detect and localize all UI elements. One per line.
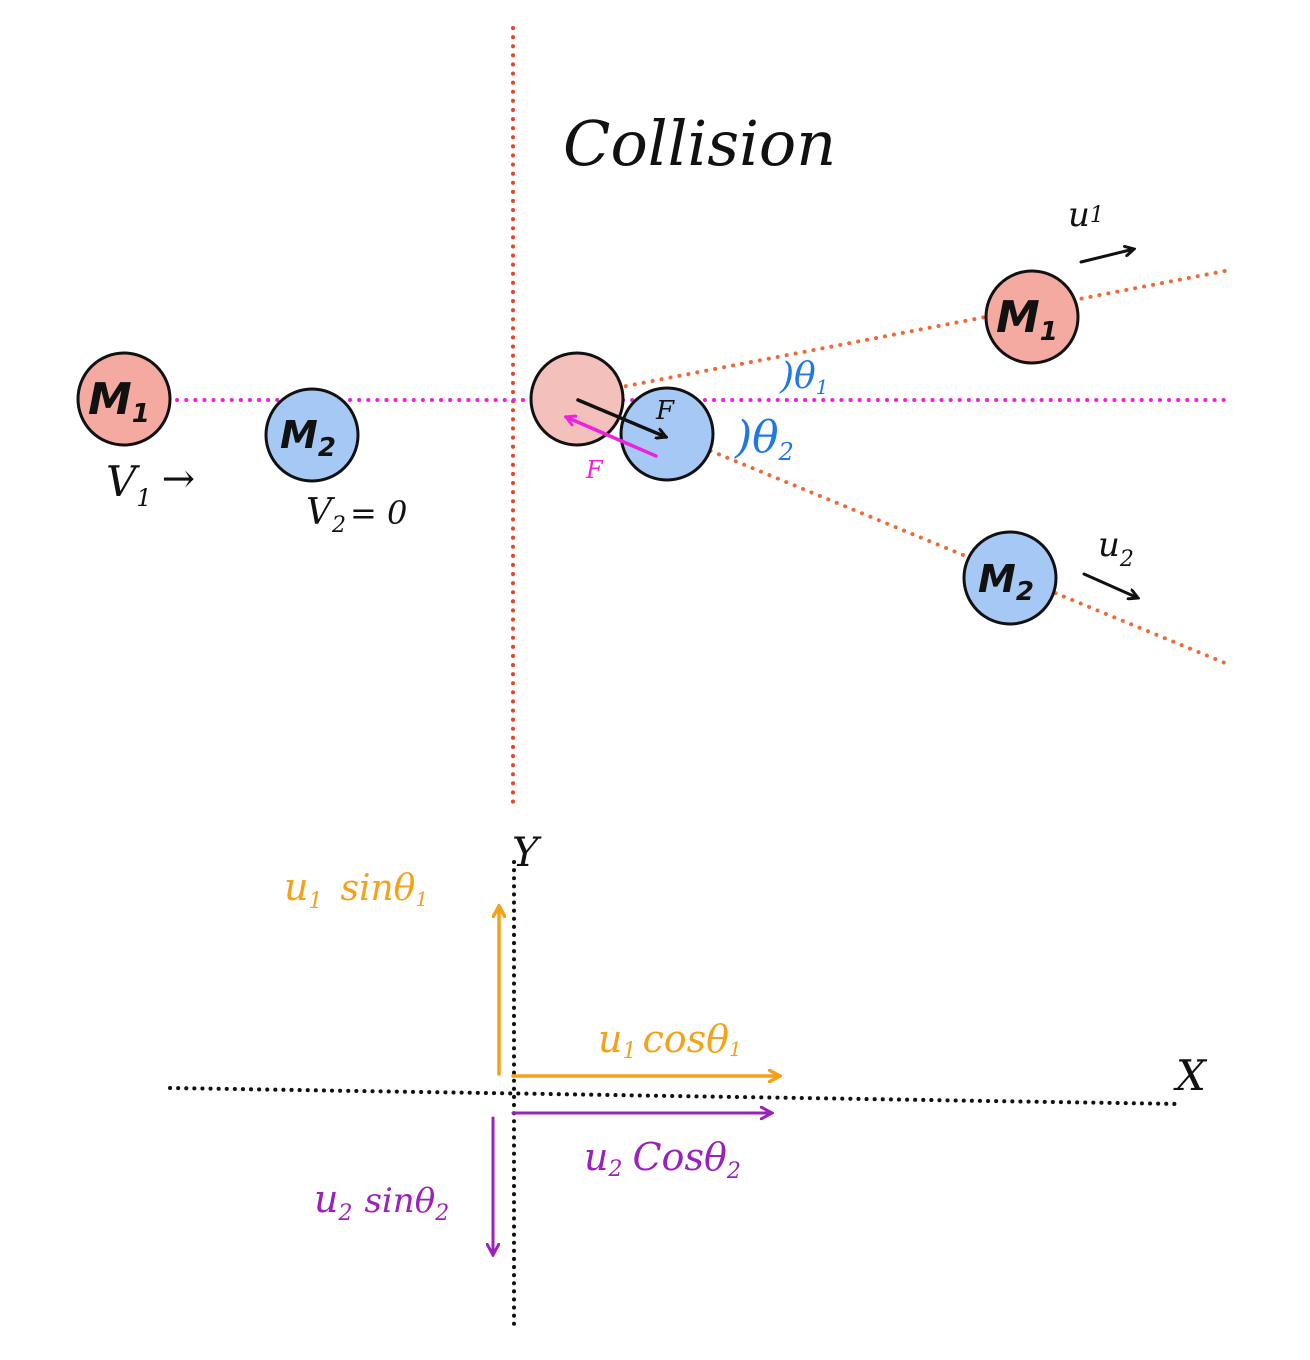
u1-sub: 1	[1090, 203, 1104, 228]
v2-sub: 2	[331, 513, 346, 538]
m2-ball-initial-label: M2	[280, 413, 336, 463]
m1-ball-final-label: M1	[996, 292, 1058, 347]
m2-initial-letter: M	[280, 413, 318, 457]
u2-letter: u	[1098, 525, 1120, 565]
v2-label: V2= 0	[306, 492, 407, 538]
force-arrow	[576, 398, 666, 437]
theta2-sub: 2	[778, 438, 794, 466]
m2-ball-final-circle	[962, 530, 1058, 626]
theta2-label: )θ2	[734, 412, 794, 466]
diagram-title: Collision	[563, 107, 836, 180]
theta2-symbol: )θ	[734, 412, 779, 463]
u1-cos-theta-sub: 1	[729, 1037, 742, 1061]
u1-sin-theta-sub: 1	[415, 887, 428, 911]
u1-velocity-arrow	[1079, 249, 1134, 264]
m2-ball-initial: M2	[264, 387, 360, 483]
m2-ball-final: M2	[962, 530, 1058, 626]
u2-cos-theta-sub: 2	[726, 1159, 741, 1184]
u2-sin-u-sub: 2	[337, 1201, 352, 1226]
m1-ball-initial: M1	[76, 351, 172, 447]
u2-sin-theta-sub: 2	[434, 1201, 449, 1226]
v1-arrow: →	[162, 456, 196, 502]
u2-sin-u: u	[314, 1177, 338, 1221]
v1-sub: 1	[136, 484, 151, 512]
y-axis-label: Y	[512, 830, 542, 876]
reaction-force-label: F	[585, 456, 604, 484]
u2-sin-fn: sinθ	[364, 1181, 435, 1221]
theta1-sub: 1	[816, 375, 829, 399]
m2-initial-sub: 2	[318, 433, 336, 463]
m2-trajectory-line	[658, 428, 1227, 665]
u1-sin-u: u	[284, 865, 308, 909]
m1-trajectory-line	[588, 268, 1232, 395]
m1-ball-final-circle	[984, 269, 1080, 365]
u2-velocity-arrow	[1082, 572, 1138, 598]
u1-cos-u-sub: 1	[622, 1039, 636, 1064]
m2-ball-initial-circle	[264, 387, 360, 483]
u2-cos-fn: Cosθ	[632, 1135, 726, 1179]
reaction-force-arrow	[566, 417, 658, 458]
x-axis	[168, 1086, 1182, 1106]
u1-label: u1	[1068, 195, 1104, 235]
u2-cos-u-sub: 2	[607, 1157, 622, 1182]
m2-final-letter: M	[978, 557, 1016, 601]
m1-final-sub: 1	[1040, 317, 1058, 347]
m1-ball-initial-label: M1	[88, 374, 150, 429]
u2-sub: 2	[1119, 547, 1134, 572]
theta1-label: )θ1	[779, 356, 828, 399]
u1-sin-u-sub: 1	[308, 889, 322, 914]
x-axis-label: X	[1173, 1051, 1208, 1100]
m2-final-sub: 2	[1016, 577, 1034, 607]
v2-letter: V	[306, 492, 336, 533]
theta1-symbol: )θ	[779, 356, 816, 397]
m1-ball-final: M1	[984, 269, 1080, 365]
u2-cos-u: u	[584, 1135, 608, 1179]
force-label: F	[655, 396, 675, 426]
v1-letter: V	[106, 457, 140, 506]
u2-label: u2	[1098, 525, 1134, 572]
m1-ball-initial-circle	[76, 351, 172, 447]
u1-letter: u	[1068, 195, 1090, 235]
v2-value: = 0	[350, 494, 407, 532]
m1-final-letter: M	[996, 292, 1040, 343]
m1-initial-sub: 1	[132, 399, 150, 429]
m2-ball-final-label: M2	[978, 557, 1034, 607]
m1-initial-letter: M	[88, 374, 132, 425]
u1-cos-u: u	[598, 1017, 622, 1061]
v1-label: V1 →	[106, 456, 195, 512]
u1-sin-fn: sinθ	[340, 868, 415, 909]
u1-cos-fn: cosθ	[642, 1017, 729, 1061]
